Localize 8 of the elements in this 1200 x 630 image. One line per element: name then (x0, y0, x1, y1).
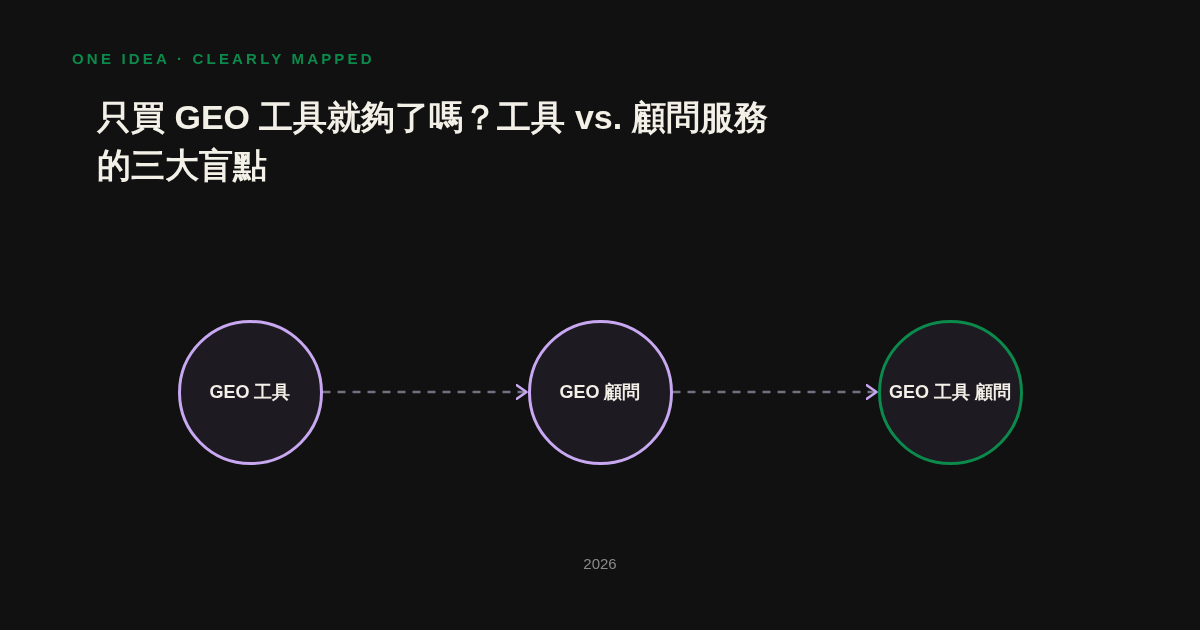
title: 只買 GEO 工具就夠了嗎？工具 vs. 顧問服務的三大盲點 (97, 97, 769, 186)
dashed-arrow (322, 383, 528, 401)
footer-text: 2026 (583, 555, 617, 572)
node-label: GEO 工具 (209, 381, 291, 404)
node-label: GEO 工具 顧問 (889, 381, 1011, 404)
eyebrow-text: ONE IDEA · CLEARLY MAPPED (72, 50, 375, 67)
dashed-arrow (672, 383, 878, 401)
node-label: GEO 顧問 (559, 381, 641, 404)
